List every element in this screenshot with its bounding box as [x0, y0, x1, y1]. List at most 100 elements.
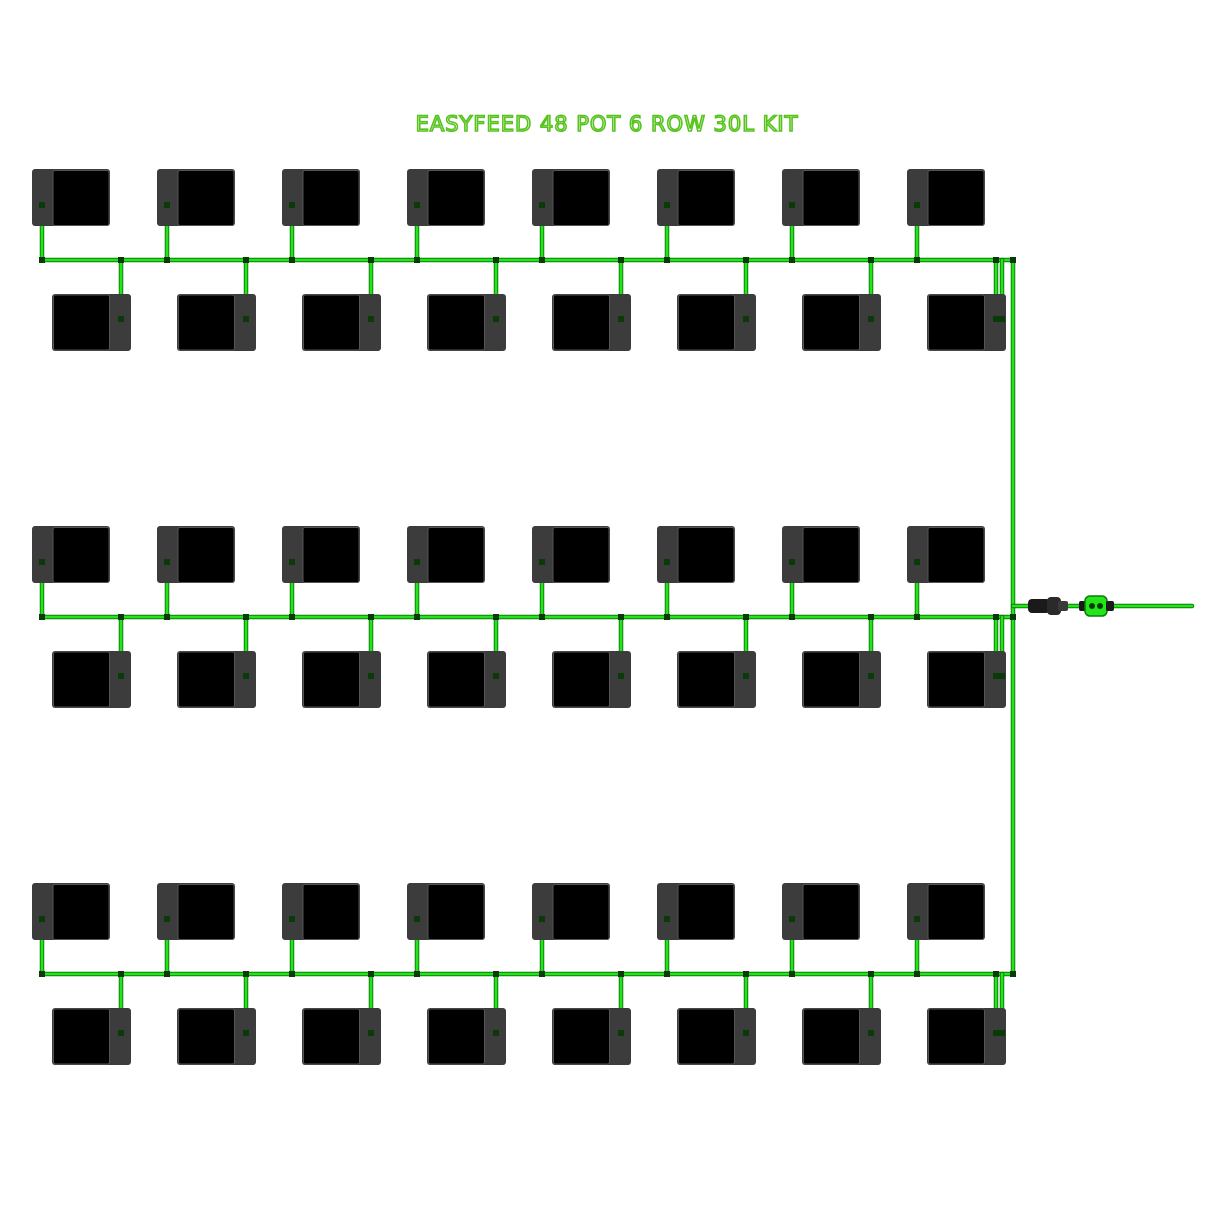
pot-icon	[782, 526, 860, 583]
fitting-icon	[664, 202, 670, 208]
fitting-icon	[164, 559, 170, 565]
diagram-title: EASYFEED 48 POT 6 ROW 30L KIT	[415, 111, 799, 137]
fitting-icon	[1010, 614, 1016, 620]
pot-icon	[532, 169, 610, 226]
pot-icon	[907, 526, 985, 583]
pot-icon	[302, 1008, 381, 1065]
fitting-icon	[414, 971, 420, 977]
fitting-icon	[164, 257, 170, 263]
fitting-icon	[164, 971, 170, 977]
pot-icon	[927, 1008, 1006, 1065]
fitting-layer	[39, 202, 1114, 1036]
pot-icon	[32, 169, 110, 226]
fitting-icon	[664, 559, 670, 565]
fitting-icon	[618, 971, 624, 977]
fitting-icon	[999, 316, 1005, 322]
fitting-icon	[999, 1030, 1005, 1036]
fitting-icon	[1010, 971, 1016, 977]
fitting-icon	[414, 916, 420, 922]
pot-icon	[657, 883, 735, 940]
fitting-icon	[39, 202, 45, 208]
fitting-icon	[243, 257, 249, 263]
fitting-icon	[743, 971, 749, 977]
pot-icon	[427, 651, 506, 708]
fitting-icon	[539, 202, 545, 208]
fitting-icon	[243, 614, 249, 620]
fitting-icon	[743, 673, 749, 679]
connector-icon	[1028, 597, 1068, 615]
fitting-icon	[868, 257, 874, 263]
fitting-icon	[493, 673, 499, 679]
fitting-icon	[993, 673, 999, 679]
fitting-icon	[289, 257, 295, 263]
fitting-icon	[789, 971, 795, 977]
fitting-icon	[789, 916, 795, 922]
fitting-icon	[868, 1030, 874, 1036]
pot-icon	[282, 526, 360, 583]
pot-icon	[282, 169, 360, 226]
fitting-icon	[414, 202, 420, 208]
pot-icon	[677, 1008, 756, 1065]
fitting-icon	[1010, 257, 1016, 263]
fitting-icon	[618, 614, 624, 620]
fitting-icon	[914, 559, 920, 565]
pot-icon	[302, 651, 381, 708]
fitting-icon	[493, 614, 499, 620]
pot-icon	[927, 294, 1006, 351]
fitting-icon	[868, 316, 874, 322]
pot-icon	[32, 883, 110, 940]
pot-icon	[32, 526, 110, 583]
pot-icon	[677, 651, 756, 708]
fitting-icon	[539, 614, 545, 620]
fitting-icon	[664, 257, 670, 263]
fitting-icon	[289, 916, 295, 922]
fitting-icon	[289, 202, 295, 208]
fitting-icon	[993, 257, 999, 263]
fitting-icon	[118, 257, 124, 263]
pot-icon	[177, 1008, 256, 1065]
pot-layer	[32, 169, 1006, 1065]
pot-icon	[782, 169, 860, 226]
fitting-icon	[999, 673, 1005, 679]
pot-icon	[407, 883, 485, 940]
fitting-icon	[539, 916, 545, 922]
fitting-icon	[789, 614, 795, 620]
fitting-icon	[164, 202, 170, 208]
pot-icon	[657, 169, 735, 226]
fitting-icon	[789, 257, 795, 263]
fitting-icon	[539, 257, 545, 263]
fitting-icon	[493, 257, 499, 263]
pot-icon	[677, 294, 756, 351]
fitting-icon	[743, 614, 749, 620]
fitting-icon	[118, 673, 124, 679]
valve-icon	[1079, 595, 1114, 617]
pot-icon	[532, 883, 610, 940]
fitting-icon	[493, 1030, 499, 1036]
fitting-icon	[914, 916, 920, 922]
fitting-icon	[118, 614, 124, 620]
pot-icon	[552, 294, 631, 351]
fitting-icon	[414, 257, 420, 263]
pot-icon	[802, 651, 881, 708]
fitting-icon	[164, 614, 170, 620]
fitting-icon	[289, 971, 295, 977]
fitting-icon	[868, 971, 874, 977]
fitting-icon	[993, 316, 999, 322]
fitting-icon	[39, 257, 45, 263]
pot-icon	[802, 294, 881, 351]
fitting-icon	[789, 559, 795, 565]
fitting-icon	[993, 614, 999, 620]
fitting-icon	[243, 1030, 249, 1036]
fitting-icon	[914, 202, 920, 208]
fitting-icon	[618, 257, 624, 263]
pot-icon	[157, 883, 235, 940]
fitting-icon	[118, 1030, 124, 1036]
pot-icon	[157, 169, 235, 226]
fitting-icon	[789, 202, 795, 208]
fitting-icon	[618, 1030, 624, 1036]
fitting-icon	[664, 614, 670, 620]
fitting-icon	[493, 971, 499, 977]
fitting-icon	[243, 673, 249, 679]
fitting-icon	[914, 614, 920, 620]
